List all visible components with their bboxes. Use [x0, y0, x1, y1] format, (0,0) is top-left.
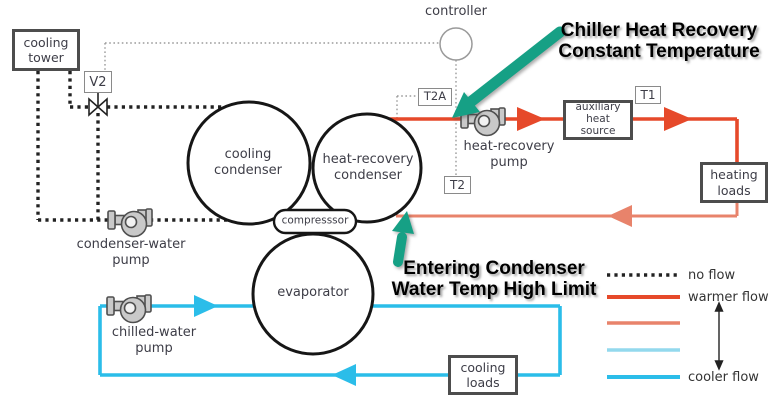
compressor-label: compresssor — [281, 214, 349, 227]
valve-v2-tag: V2 — [84, 71, 112, 93]
legend-swatches — [607, 273, 724, 379]
valve-v2-icon — [88, 93, 108, 117]
no-flow-pipes — [36, 71, 228, 222]
heat-recovery-condenser-label: heat-recovery condenser — [322, 152, 414, 183]
compressor-shape — [272, 208, 358, 235]
warm-return-pipe — [396, 202, 739, 227]
heat-recovery-pump-label: heat-recovery pump — [463, 139, 555, 170]
condenser-water-pump-icon — [107, 208, 153, 238]
evaporator-label: evaporator — [277, 285, 349, 301]
sensor-t2a-tag: T2A — [418, 88, 452, 106]
legend-warmer-flow-label: warmer flow — [688, 290, 769, 305]
annotation-arrow-return — [392, 211, 414, 267]
chilled-water-pump-icon — [106, 294, 152, 324]
sensor-t1-tag: T1 — [635, 86, 661, 104]
chiller-vessels — [186, 100, 423, 356]
cool-return-arrow — [332, 364, 356, 386]
chilled-water-pump-label: chilled-water pump — [111, 325, 197, 356]
heating-loads-box: heating loads — [700, 162, 768, 203]
warm-supply-arrow — [664, 107, 692, 131]
controller-label: controller — [424, 4, 488, 19]
legend-cooler-flow-label: cooler flow — [688, 370, 759, 385]
annotation-arrow-t2 — [452, 26, 566, 118]
heat-recovery-condenser-circle — [311, 112, 423, 224]
sensor-t2-tag: T2 — [444, 176, 471, 194]
annotation-entering-condenser: Entering Condenser Water Temp High Limit — [391, 258, 597, 300]
cooling-condenser-label: cooling condenser — [214, 147, 282, 178]
legend-no-flow-label: no flow — [688, 268, 736, 283]
auxiliary-heat-source-box: auxiliary heat source — [563, 100, 633, 140]
cool-supply-arrow — [194, 295, 218, 317]
annotation-chiller-heat-recovery: Chiller Heat Recovery Constant Temperatu… — [558, 20, 760, 62]
legend-gradient-arrow — [714, 301, 724, 371]
cooling-loads-box: cooling loads — [448, 355, 518, 395]
warm-supply-arrow — [517, 107, 545, 131]
warm-return-arrow — [608, 205, 632, 227]
controller-circle — [439, 27, 473, 61]
cooling-condenser-circle — [186, 100, 312, 226]
controller-wires — [104, 42, 457, 176]
condenser-water-pump-label: condenser-water pump — [76, 237, 186, 268]
cooling-tower-box: cooling tower — [12, 29, 80, 71]
warm-supply-pipe — [388, 107, 739, 163]
